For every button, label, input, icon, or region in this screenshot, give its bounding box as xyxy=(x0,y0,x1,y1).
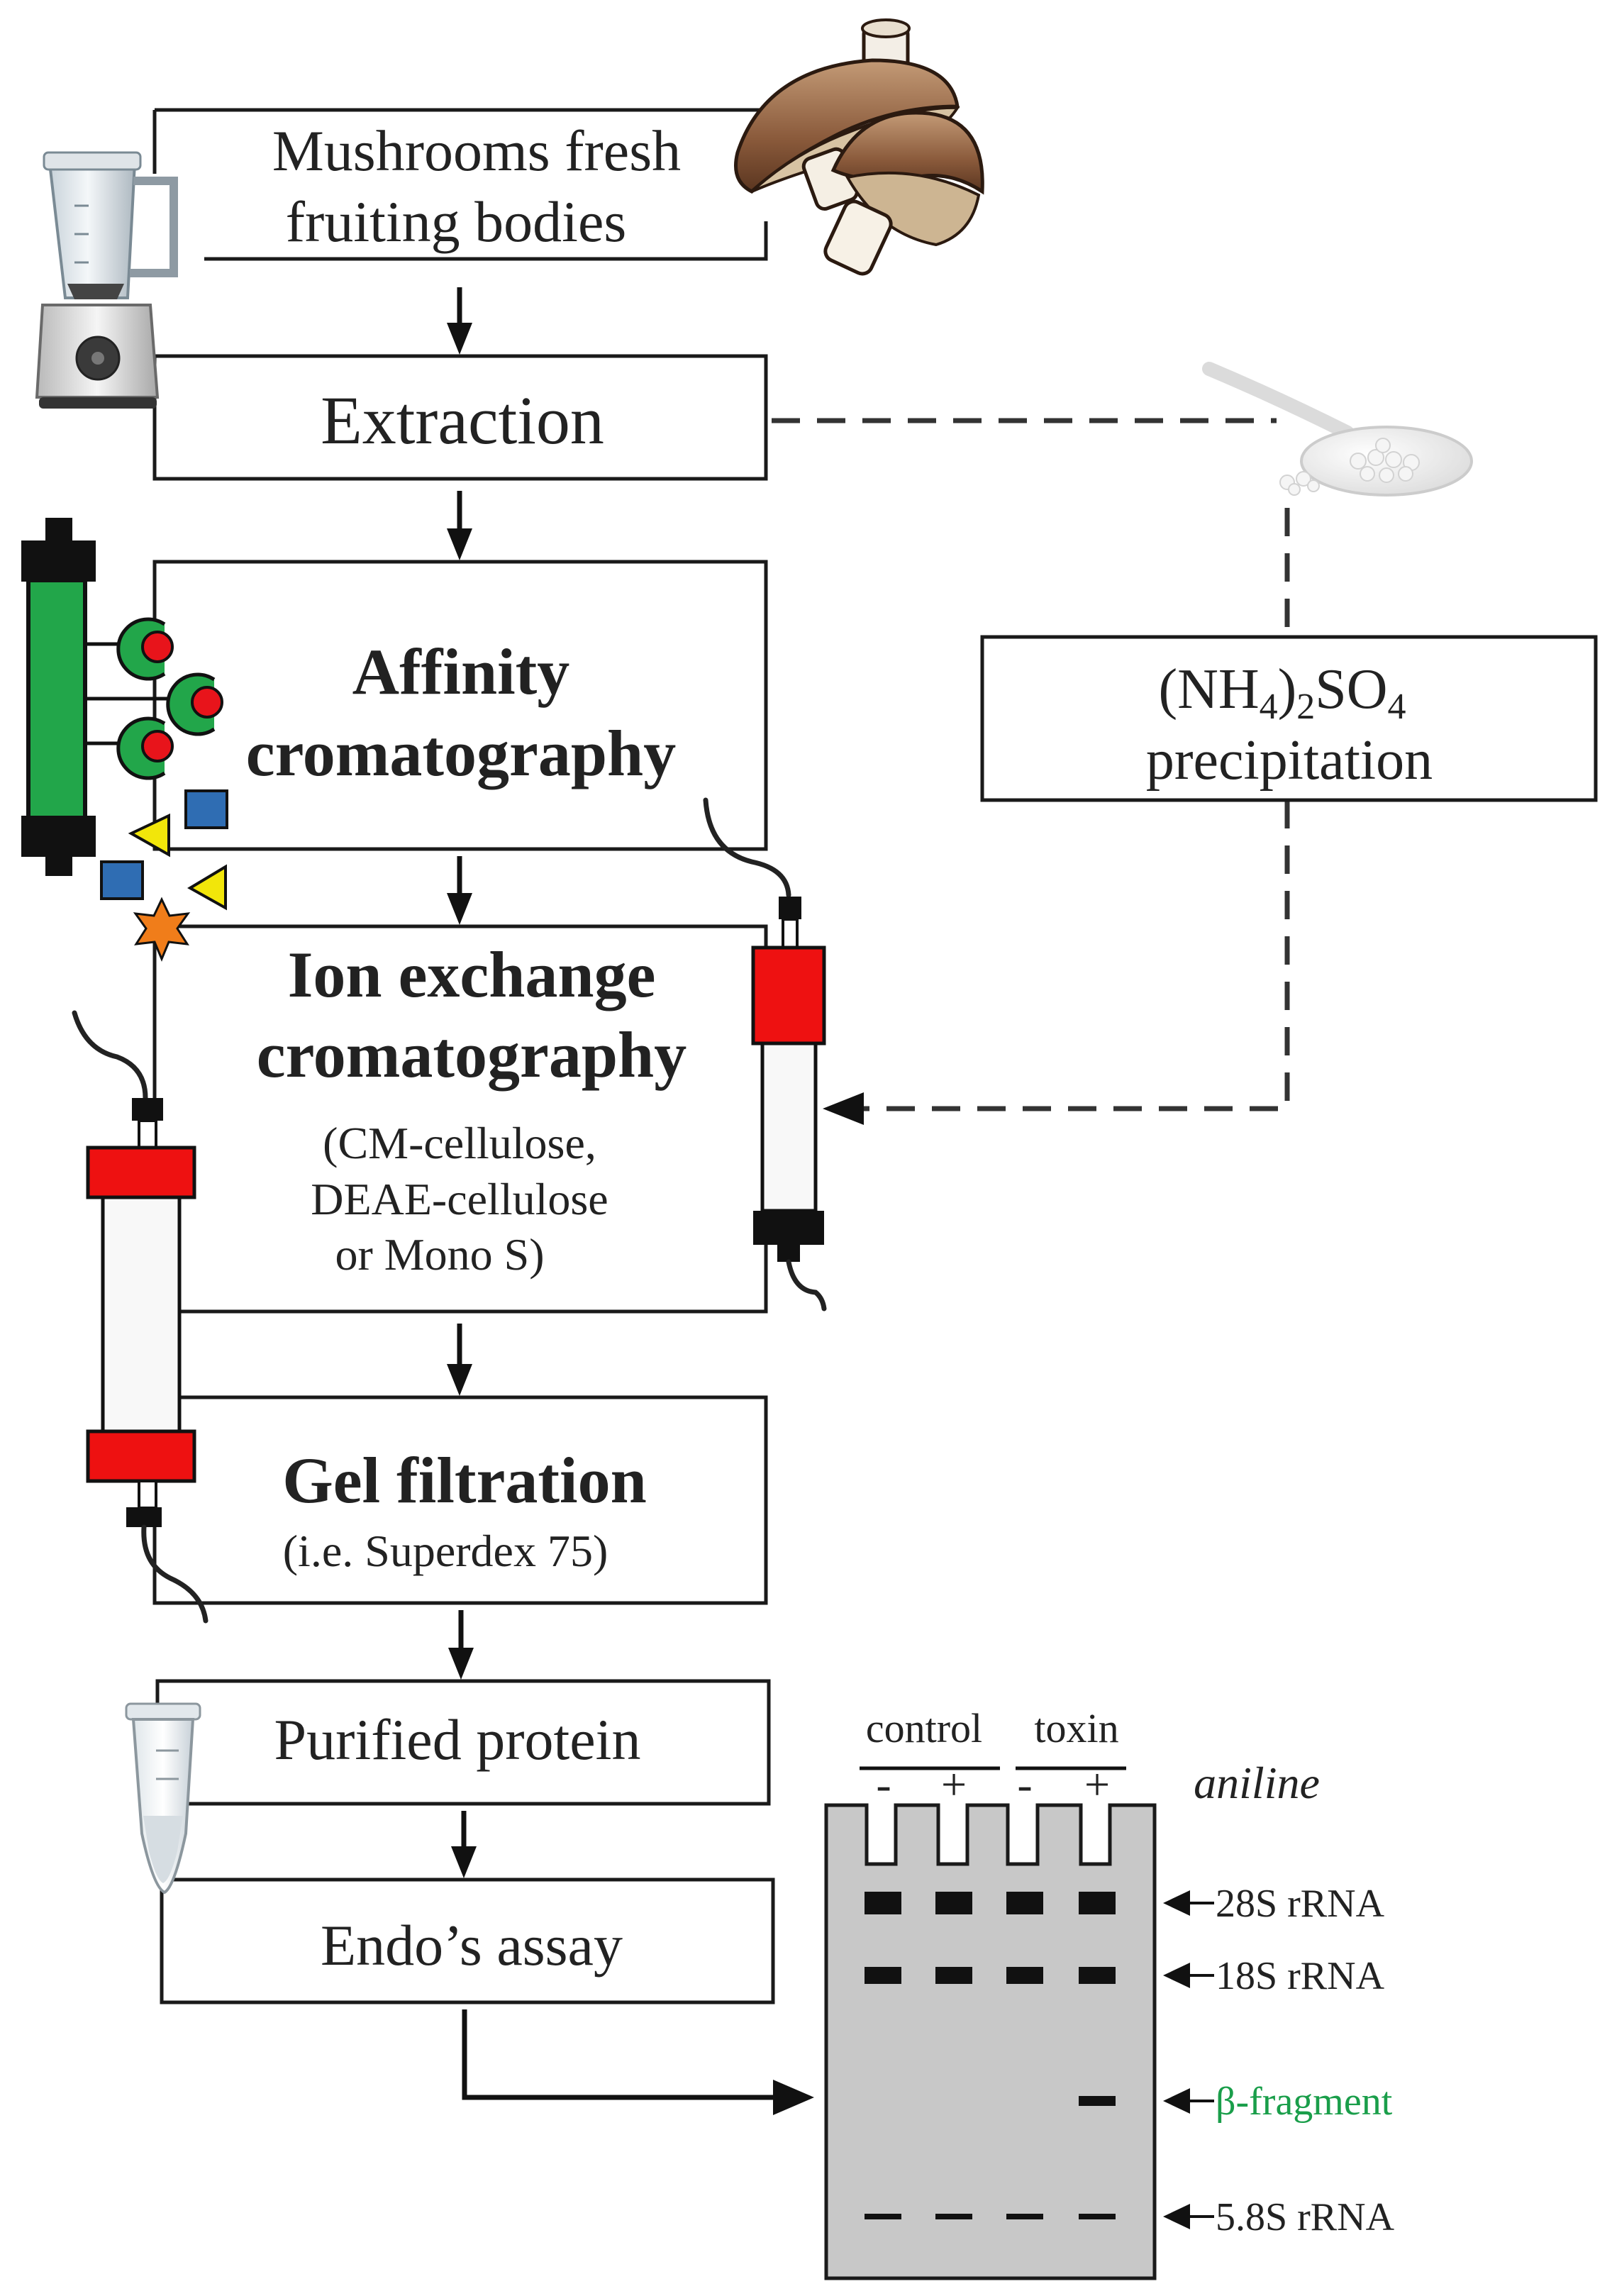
ligands-icon xyxy=(116,617,223,780)
arrow-5 xyxy=(448,1610,474,1680)
gel-band xyxy=(865,1892,901,1914)
gel-band xyxy=(1006,1892,1043,1914)
mushrooms-box xyxy=(152,108,768,261)
molecules-icon xyxy=(100,789,228,962)
gel-band xyxy=(1079,1967,1116,1984)
gel-band xyxy=(1079,1892,1116,1914)
gel-filtration-label: Gel filtration xyxy=(282,1444,647,1516)
endo-assay-box xyxy=(160,1878,775,2004)
affinity-label-1: Affinity xyxy=(352,636,570,708)
precipitation-box xyxy=(980,635,1598,802)
gel-band xyxy=(865,2214,901,2219)
gel-band xyxy=(1006,1967,1043,1984)
extraction-label: Extraction xyxy=(321,382,604,458)
ion-exchange-label-1: Ion exchange xyxy=(288,938,656,1011)
mushrooms-label-1: Mushrooms fresh xyxy=(272,118,681,183)
ion-exchange-column-icon xyxy=(703,797,827,1311)
band-label: β-fragment xyxy=(1216,2080,1393,2124)
lane-sign-4: + xyxy=(1084,1759,1110,1809)
gel-band xyxy=(935,1892,972,1914)
gel-filtration-detail: (i.e. Superdex 75) xyxy=(283,1526,608,1576)
lane-sign-3: - xyxy=(1017,1759,1032,1809)
band-label: 18S rRNA xyxy=(1216,1954,1385,1998)
gel-filtration-box xyxy=(152,1395,768,1605)
mushrooms-icon xyxy=(734,18,984,276)
flow-arrows xyxy=(447,287,814,2115)
precipitation-label: precipitation xyxy=(1146,729,1433,792)
extraction-box xyxy=(152,354,768,481)
arrow-1 xyxy=(447,287,472,355)
purified-protein-box xyxy=(155,1679,771,1806)
arrow-2 xyxy=(447,491,472,560)
gel-band xyxy=(1079,2214,1116,2219)
gel-band xyxy=(935,2214,972,2219)
band-arrow-icon xyxy=(1163,2204,1214,2229)
gel-band xyxy=(865,1967,901,1984)
lane-sign-2: + xyxy=(941,1759,967,1809)
gel-band xyxy=(1079,2096,1116,2106)
endo-assay-label: Endo’s assay xyxy=(321,1913,623,1978)
dashed-branch-return xyxy=(860,800,1290,1111)
affinity-box xyxy=(152,560,768,851)
spoon-icon xyxy=(1202,362,1473,497)
gel-filtration-column-icon xyxy=(72,1010,209,1624)
arrow-6 xyxy=(451,1811,477,1878)
gel-band xyxy=(1006,2214,1043,2219)
arrow-4 xyxy=(447,1324,472,1396)
dashed-arrowhead xyxy=(823,1092,864,1125)
lane-sign-1: - xyxy=(876,1759,891,1809)
gel-band xyxy=(935,1967,972,1984)
ion-exchange-box xyxy=(152,924,768,1314)
gel-body xyxy=(824,1803,1157,2280)
precipitation-formula: (NH4)2SO4 xyxy=(1158,658,1406,727)
blender-icon xyxy=(35,151,178,409)
treatment-label: aniline xyxy=(1194,1758,1320,1808)
ion-exchange-detail-1: (CM-cellulose, xyxy=(323,1118,596,1168)
band-arrow-icon xyxy=(1163,1963,1214,1988)
gel-electrophoresis-icon: 28S rRNA 18S rRNA β-fragment 5.8S rRNA xyxy=(824,1766,1395,2280)
arrow-to-gel xyxy=(462,2009,814,2115)
arrow-3 xyxy=(447,856,472,925)
band-arrow-icon xyxy=(1163,2088,1214,2114)
affinity-label-2: cromatography xyxy=(246,717,676,789)
mushrooms-label-2: fruiting bodies xyxy=(286,189,627,254)
band-label: 28S rRNA xyxy=(1216,1882,1385,1926)
microtube-icon xyxy=(125,1702,201,1895)
band-label: 5.8S rRNA xyxy=(1216,2195,1395,2239)
ion-exchange-detail-3: or Mono S) xyxy=(335,1229,544,1280)
gel-group-control: control xyxy=(866,1705,982,1751)
gel-group-toxin: toxin xyxy=(1034,1705,1118,1751)
ion-exchange-label-2: cromatography xyxy=(257,1019,687,1091)
ion-exchange-detail-2: DEAE-cellulose xyxy=(311,1174,608,1224)
affinity-column-icon xyxy=(21,518,223,876)
band-arrow-icon xyxy=(1163,1890,1214,1916)
purified-protein-label: Purified protein xyxy=(274,1707,641,1772)
